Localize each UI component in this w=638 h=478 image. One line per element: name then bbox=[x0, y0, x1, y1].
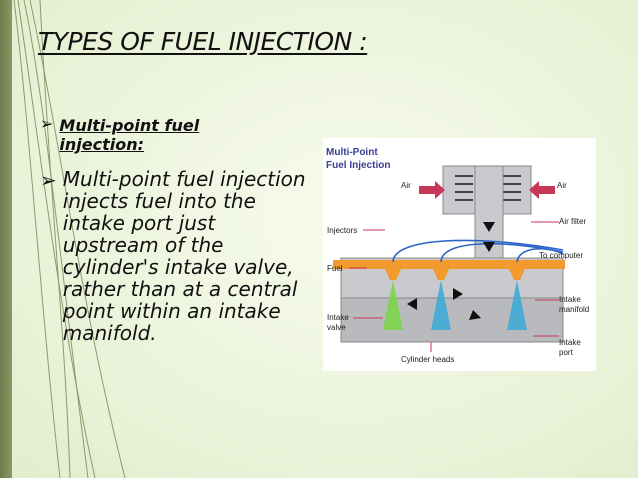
label-intake-port-1: Intake bbox=[559, 338, 581, 347]
label-intake-valve-1: Intake bbox=[327, 313, 349, 322]
multi-point-injection-diagram: Multi-Point Fuel Injection bbox=[323, 138, 596, 371]
label-intake-manifold-1: Intake bbox=[559, 295, 581, 304]
injector-wires bbox=[392, 239, 564, 263]
air-arrows bbox=[419, 181, 555, 199]
fuel-rail bbox=[333, 260, 565, 269]
bullet-arrow-icon: ➢ bbox=[40, 168, 57, 192]
label-intake-valve-2: valve bbox=[327, 323, 346, 332]
fuel-spray bbox=[383, 280, 403, 330]
label-leaders bbox=[349, 221, 559, 352]
label-cylinder-heads: Cylinder heads bbox=[401, 355, 454, 364]
figure-title-line2: Fuel Injection bbox=[326, 160, 390, 171]
bullet-body-text: Multi-point fuel injection injects fuel … bbox=[62, 167, 306, 345]
slide-title: TYPES OF FUEL INJECTION : bbox=[38, 27, 368, 56]
air-filter-element bbox=[455, 175, 521, 201]
decorative-lines bbox=[13, 0, 126, 478]
slide-left-bar bbox=[0, 0, 12, 478]
bullet-arrow-icon: ➢ bbox=[40, 114, 54, 133]
label-fuel: Fuel bbox=[327, 264, 343, 273]
cylinder-heads bbox=[340, 297, 564, 343]
label-intake-port-2: port bbox=[559, 348, 574, 357]
flow-arrows bbox=[407, 222, 495, 320]
label-intake-manifold-2: manifold bbox=[559, 305, 589, 314]
figure-title-line1: Multi-Point bbox=[326, 147, 378, 158]
bullet-heading: ➢ Multi-point fuel injection: bbox=[40, 114, 240, 155]
bullet-body: ➢ Multi-point fuel injection injects fue… bbox=[40, 168, 310, 344]
label-air-left: Air bbox=[401, 181, 411, 190]
label-injectors: Injectors bbox=[327, 226, 357, 235]
label-air-filter: Air filter bbox=[559, 217, 586, 226]
fuel-spray bbox=[431, 280, 451, 330]
bullet-heading-text: Multi-point fuel injection: bbox=[59, 116, 200, 154]
fuel-spray bbox=[507, 280, 527, 330]
label-to-computer: To computer bbox=[539, 251, 583, 260]
label-air-right: Air bbox=[557, 181, 567, 190]
injectors bbox=[385, 269, 525, 280]
